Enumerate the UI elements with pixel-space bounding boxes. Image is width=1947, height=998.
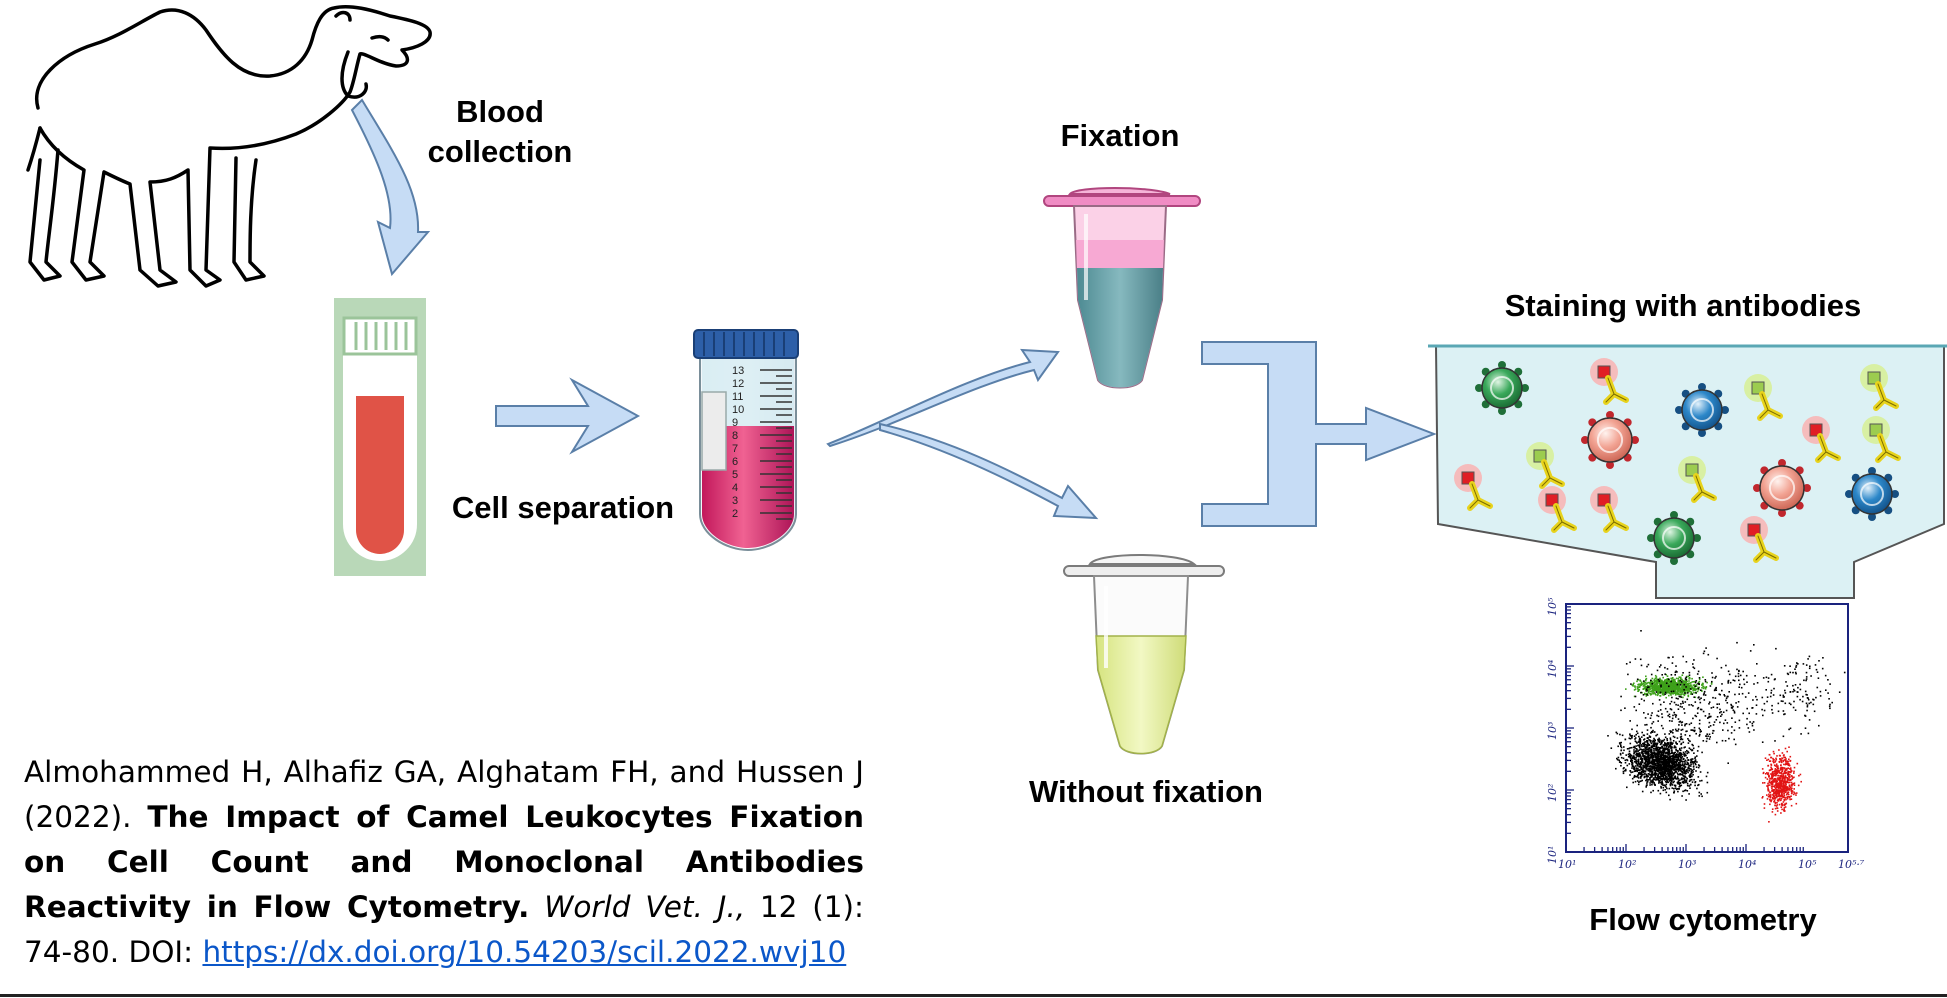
cells-group — [1475, 361, 1899, 565]
scale-number: 7 — [732, 443, 738, 455]
antibodies-group — [1454, 358, 1901, 563]
label-without-fixation: Without fixation — [1029, 774, 1263, 809]
scale-number: 9 — [732, 417, 738, 429]
antibody-icon — [1802, 416, 1841, 463]
cell-salmon-icon — [1581, 411, 1639, 469]
antibody-icon — [1862, 416, 1901, 463]
flow-cytometry-plot: 10¹ 10² 10³ 10⁴ 10⁵ 10⁵·⁷ 10¹ 10² 10³ 10⁴ 10⁵ — [1546, 597, 1865, 871]
cell-salmon-icon — [1753, 459, 1811, 517]
x-tick-label: 10⁵ — [1798, 858, 1817, 871]
y-tick-label: 10³ — [1546, 722, 1559, 740]
cell-green-icon — [1647, 511, 1701, 565]
antibody-icon — [1590, 486, 1629, 533]
scale-number: 4 — [732, 482, 738, 494]
fixation-tube-icon — [1043, 187, 1201, 389]
antibody-icon — [1678, 456, 1717, 503]
y-tick-label: 10⁴ — [1546, 660, 1559, 678]
without-fixation-tube-icon — [1063, 554, 1225, 755]
antibody-icon — [1454, 464, 1493, 511]
label-blood: Blood — [456, 94, 544, 129]
citation-doi-link[interactable]: https://dx.doi.org/10.54203/scil.2022.wv… — [202, 935, 847, 969]
antibody-icon — [1860, 364, 1899, 411]
x-tick-label: 10³ — [1678, 858, 1696, 871]
antibody-icon — [1526, 442, 1565, 489]
scale-number: 6 — [732, 456, 738, 468]
x-tick-label: 10¹ — [1558, 858, 1576, 871]
x-tick-label: 10² — [1618, 858, 1636, 871]
citation-title: The Impact of Camel Leukocytes Fixation … — [24, 800, 864, 924]
split-arrows — [826, 348, 1099, 520]
citation-journal: World Vet. J., — [544, 890, 746, 924]
citation-authors: Almohammed H, Alhafiz GA, Alghatam FH, a… — [24, 755, 864, 834]
citation-volume: 12 (1): 74-80. DOI: — [24, 890, 864, 969]
blood-collection-arrow — [350, 98, 431, 277]
scale-number: 2 — [732, 508, 738, 520]
scale-number: 12 — [732, 378, 744, 390]
scale-number: 11 — [732, 391, 743, 403]
antibody-icon — [1538, 486, 1577, 533]
scale-number: 10 — [732, 404, 744, 416]
label-fixation: Fixation — [1060, 118, 1180, 153]
x-tick-label: 10⁵·⁷ — [1838, 858, 1865, 871]
cell-blue-icon — [1675, 383, 1729, 437]
citation: Almohammed H, Alhafiz GA, Alghatam FH, a… — [24, 750, 864, 975]
scale-number: 13 — [732, 365, 744, 377]
scale-number: 5 — [732, 469, 738, 481]
antibody-icon — [1740, 516, 1779, 563]
scale-number: 8 — [732, 430, 738, 442]
cell-green-icon — [1475, 361, 1529, 415]
blood-tube-icon — [334, 298, 426, 576]
cytometry-dots — [1607, 630, 1846, 823]
label-cell-separation: Cell separation — [451, 490, 675, 525]
antibody-icon — [1744, 374, 1783, 421]
camel-icon — [26, 4, 432, 288]
label-staining: Staining with antibodies — [1504, 288, 1862, 323]
y-tick-label: 10⁵ — [1546, 597, 1559, 616]
bottom-rule — [0, 994, 1947, 997]
x-tick-label: 10⁴ — [1738, 858, 1756, 871]
label-collection: collection — [427, 134, 573, 169]
cell-blue-icon — [1845, 467, 1899, 521]
label-flow-cytometry: Flow cytometry — [1589, 902, 1817, 937]
y-tick-label: 10² — [1546, 784, 1559, 802]
cell-separation-arrow — [495, 377, 641, 455]
scale-number: 3 — [732, 495, 738, 507]
y-tick-label: 10¹ — [1546, 846, 1559, 864]
merge-arrow — [1201, 341, 1437, 527]
antibody-icon — [1590, 358, 1629, 405]
